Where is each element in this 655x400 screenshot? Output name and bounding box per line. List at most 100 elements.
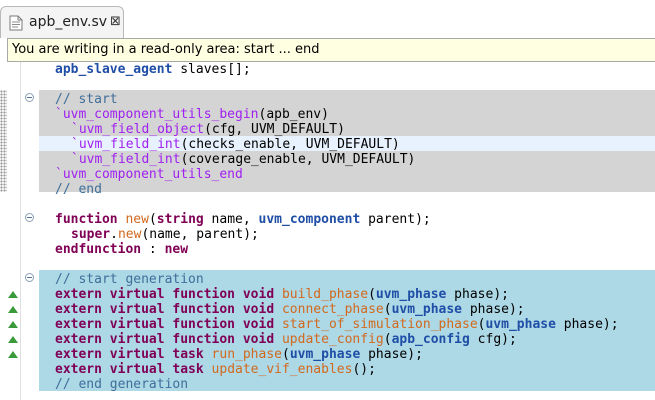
code-token: extern virtual function void (55, 332, 275, 347)
code-editor[interactable]: apb_slave_agent slaves[]; // start `uvm_… (0, 62, 655, 400)
code-line: // end (55, 182, 102, 197)
code-token (274, 287, 282, 302)
code-token: uvm_phase (391, 302, 463, 317)
code-token: new (117, 227, 142, 242)
code-token: ( (368, 287, 376, 302)
code-token: (coverage_enable, UVM_DEFAULT) (180, 152, 416, 167)
code-token: build_phase (281, 287, 369, 302)
code-token: phase); (446, 287, 509, 302)
code-token: uvm_phase (375, 287, 447, 302)
code-token: extern virtual task (55, 347, 204, 362)
code-token: slaves[]; (172, 62, 251, 77)
code-token: uvm_phase (485, 317, 556, 332)
code-token: `uvm_field_int (71, 152, 181, 167)
code-token: start_of_simulation_phase (281, 317, 478, 332)
fold-toggle-icon[interactable] (25, 273, 34, 282)
code-token: update_vif_enables (211, 362, 353, 377)
code-token: // start (55, 92, 118, 107)
code-token: extern virtual function void (55, 287, 275, 302)
code-token: `uvm_component_utils_begin (55, 107, 259, 122)
override-marker-icon[interactable] (8, 321, 18, 328)
code-line: `uvm_component_utils_end (55, 167, 243, 182)
code-token: (); (352, 362, 376, 377)
code-token: cfg); (469, 332, 517, 347)
code-token: endfunction (55, 242, 142, 257)
code-token: // end generation (55, 377, 189, 392)
code-token: parent); (360, 212, 431, 227)
current-line-highlight (39, 136, 655, 151)
code-line: endfunction : new (55, 242, 188, 257)
code-token: ( (282, 347, 290, 362)
fold-toggle-icon[interactable] (25, 93, 34, 102)
code-token: connect_phase (281, 302, 384, 317)
code-token: new (125, 212, 149, 227)
code-token: // end (55, 182, 102, 197)
code-token: new (164, 242, 189, 257)
code-line: `uvm_field_int(checks_enable, UVM_DEFAUL… (71, 137, 400, 152)
close-icon[interactable]: ⊠ (110, 14, 121, 29)
override-marker-icon[interactable] (8, 291, 18, 298)
code-token: ( (383, 332, 392, 347)
code-token: (cfg, UVM_DEFAULT) (204, 122, 345, 137)
code-token: phase); (360, 347, 423, 362)
read-only-warning-bar: You are writing in a read-only area: sta… (7, 38, 655, 62)
code-line: `uvm_component_utils_begin(apb_env) (55, 107, 329, 122)
code-line: // end generation (55, 377, 188, 392)
code-token: (apb_env) (258, 107, 329, 122)
override-marker-icon[interactable] (8, 306, 18, 313)
code-token: name, (203, 212, 259, 227)
code-token: `uvm_field_int (71, 137, 181, 152)
code-token (274, 332, 282, 347)
code-token: apb_config (391, 332, 470, 347)
code-token: uvm_phase (289, 347, 361, 362)
code-token: string (156, 212, 204, 227)
overview-ruler (0, 62, 7, 400)
code-token: . (110, 227, 118, 242)
code-token: extern virtual task (55, 362, 204, 377)
code-token: ( (477, 317, 486, 332)
code-token: function (55, 212, 118, 227)
code-token: uvm_component (258, 212, 361, 227)
code-token: run_phase (211, 347, 282, 362)
read-only-warning-text: You are writing in a read-only area: sta… (12, 42, 320, 57)
code-token: ( (148, 212, 157, 227)
code-token: ( (383, 302, 392, 317)
code-token: apb_slave_agent (55, 62, 173, 77)
code-token: (checks_enable, UVM_DEFAULT) (180, 137, 400, 152)
code-line: extern virtual task update_vif_enables()… (55, 362, 376, 377)
file-icon (9, 15, 23, 31)
code-token: extern virtual function void (55, 317, 275, 332)
code-token: extern virtual function void (55, 302, 275, 317)
code-token: super (71, 227, 111, 242)
code-token: update_config (281, 332, 384, 347)
override-marker-icon[interactable] (8, 336, 18, 343)
code-line: // start generation (55, 272, 204, 287)
code-token (274, 302, 282, 317)
code-token: // start generation (55, 272, 204, 287)
code-line: apb_slave_agent slaves[]; (55, 62, 251, 77)
code-token (204, 347, 212, 362)
generated-region (39, 270, 655, 391)
code-token (274, 317, 282, 332)
override-marker-icon[interactable] (8, 351, 18, 358)
code-token: `uvm_component_utils_end (55, 167, 243, 182)
code-token: (name, parent); (141, 227, 259, 242)
code-line: extern virtual function void connect_pha… (55, 302, 525, 317)
code-token: : (141, 242, 165, 257)
code-line: extern virtual function void build_phase… (55, 287, 509, 302)
read-only-ruler-marker (0, 90, 7, 192)
tab-title: apb_env.sv (29, 14, 108, 30)
code-token: `uvm_field_object (71, 122, 205, 137)
fold-toggle-icon[interactable] (25, 213, 34, 222)
code-token: phase); (462, 302, 525, 317)
code-line: `uvm_field_object(cfg, UVM_DEFAULT) (71, 122, 345, 137)
code-line: super.new(name, parent); (71, 227, 259, 242)
code-line: extern virtual function void start_of_si… (55, 317, 619, 332)
gutter-divider (20, 62, 21, 400)
code-line: `uvm_field_int(coverage_enable, UVM_DEFA… (71, 152, 415, 167)
code-line: function new(string name, uvm_component … (55, 212, 431, 227)
code-line: // start (55, 92, 118, 107)
tab-apb-env[interactable]: apb_env.sv ⊠ (0, 6, 124, 38)
code-token: phase); (555, 317, 619, 332)
code-token (204, 362, 212, 377)
